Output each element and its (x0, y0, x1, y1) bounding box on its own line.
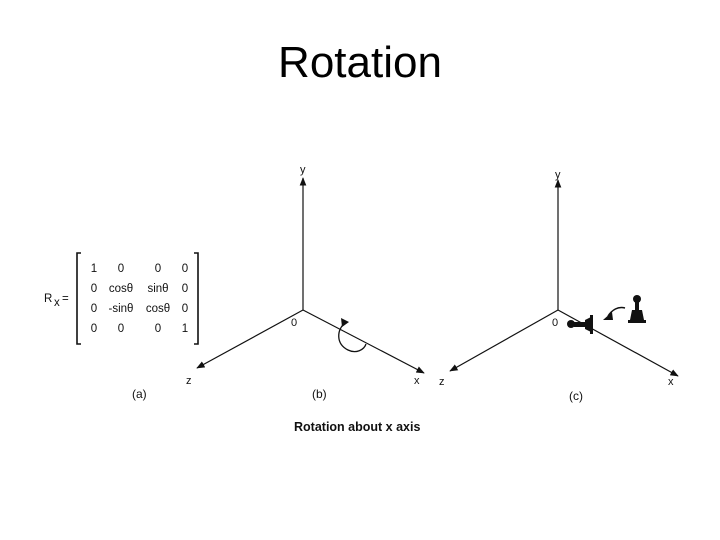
matrix-cell: 0 (91, 323, 97, 335)
matrix-cell: 0 (182, 263, 188, 275)
matrix-equals: = (62, 293, 69, 305)
panel-b-origin-label: 0 (291, 317, 297, 329)
slide-title: Rotation (278, 38, 442, 87)
panel-c-rotation-arrow-icon (607, 306, 626, 317)
curved-rotation-arrow-icon (338, 318, 367, 353)
panel-b-x-label: x (414, 375, 420, 387)
rotation-matrix: R x = 1 0 0 0 0 cosθ sinθ 0 0 -sinθ cosθ 0 0 0 0 1 (44, 252, 199, 345)
panel-b-x-axis (302, 309, 425, 374)
caption-a: (a) (132, 387, 147, 401)
panel-c-z-axis (449, 309, 559, 372)
matrix-cell: sinθ (147, 283, 168, 295)
panel-b-z-label: z (186, 375, 192, 387)
matrix-cell: 0 (91, 303, 97, 315)
matrix-left-bracket (76, 252, 81, 345)
panel-c-arrowhead-icon (603, 312, 613, 320)
panel-c-z-label: z (439, 376, 445, 388)
matrix-label-subscript: x (54, 297, 60, 309)
panel-c-y-label: y (555, 169, 561, 181)
figure-caption: Rotation about x axis (294, 420, 420, 434)
panel-b-y-label: y (300, 164, 306, 176)
panel-b-axes: y x z 0 (186, 164, 425, 387)
panel-b-z-axis (196, 309, 304, 369)
matrix-cell: 0 (155, 323, 161, 335)
matrix-cell: 1 (182, 323, 188, 335)
matrix-cell: -sinθ (109, 303, 134, 315)
pawn-icon (567, 315, 593, 334)
matrix-cell: 0 (182, 303, 188, 315)
panel-c-axes: y x z 0 (439, 169, 679, 388)
panel-c-x-axis (557, 309, 679, 377)
caption-c: (c) (569, 389, 583, 403)
matrix-cell: 1 (91, 263, 97, 275)
matrix-cell: cosθ (109, 283, 133, 295)
matrix-cell: 0 (118, 263, 124, 275)
matrix-cell: 0 (118, 323, 124, 335)
matrix-cells: 1 0 0 0 0 cosθ sinθ 0 0 -sinθ cosθ 0 0 0 0 1 (91, 263, 188, 335)
caption-b: (b) (312, 387, 327, 401)
matrix-cell: 0 (91, 283, 97, 295)
matrix-cell: 0 (155, 263, 161, 275)
matrix-cell: cosθ (146, 303, 170, 315)
matrix-right-bracket (194, 252, 199, 345)
panel-c-origin-label: 0 (552, 317, 558, 329)
pawn-icon (628, 295, 646, 323)
matrix-cell: 0 (182, 283, 188, 295)
matrix-label: R (44, 293, 52, 305)
panel-c-x-label: x (668, 376, 674, 388)
